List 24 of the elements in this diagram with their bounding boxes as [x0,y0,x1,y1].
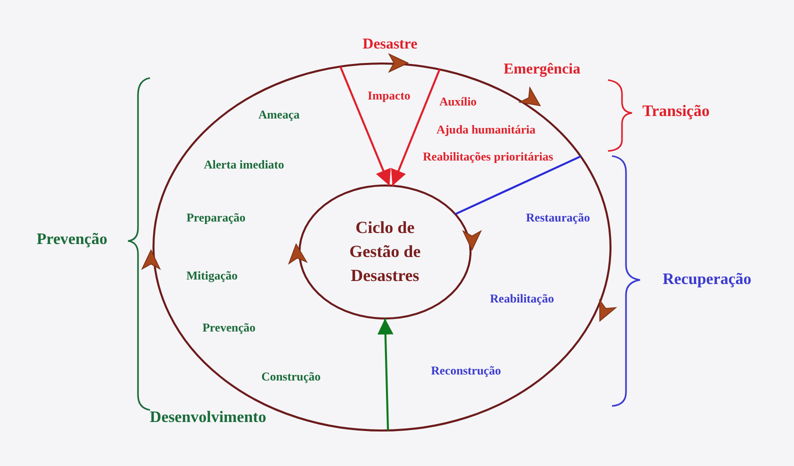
connector-line [454,155,582,216]
cycle-title: Ciclo de Gestão de Desastres [348,217,422,287]
phase-label: Reabilitação [490,292,554,306]
stage-title: Desastre [362,36,418,54]
connector-line [377,318,394,430]
phase-label: Alerta imediato [204,158,284,172]
phase-label: Impacto [368,88,410,104]
connector-line [391,69,441,186]
stage-title: Emergência [504,62,580,78]
phase-label: Restauração [526,210,590,226]
bracket-label: Recuperação [662,271,752,289]
phase-label: Auxílio [439,94,477,110]
connector-line [339,66,391,186]
stage-title: Desenvolvimento [150,409,266,427]
phase-label: Preparação [186,210,246,226]
phase-label: Reconstrução [431,364,501,378]
phase-label: Reabilitações prioritárias [422,150,554,164]
phase-label: Ajuda humanitária [436,122,536,138]
bracket-label: Transição [642,103,710,121]
phase-label: Mitigação [186,268,238,284]
bracket-label: Prevenção [36,231,108,249]
phase-label: Ameaça [258,108,300,122]
phase-label: Construção [261,370,321,384]
phase-label: Prevenção [202,320,256,336]
